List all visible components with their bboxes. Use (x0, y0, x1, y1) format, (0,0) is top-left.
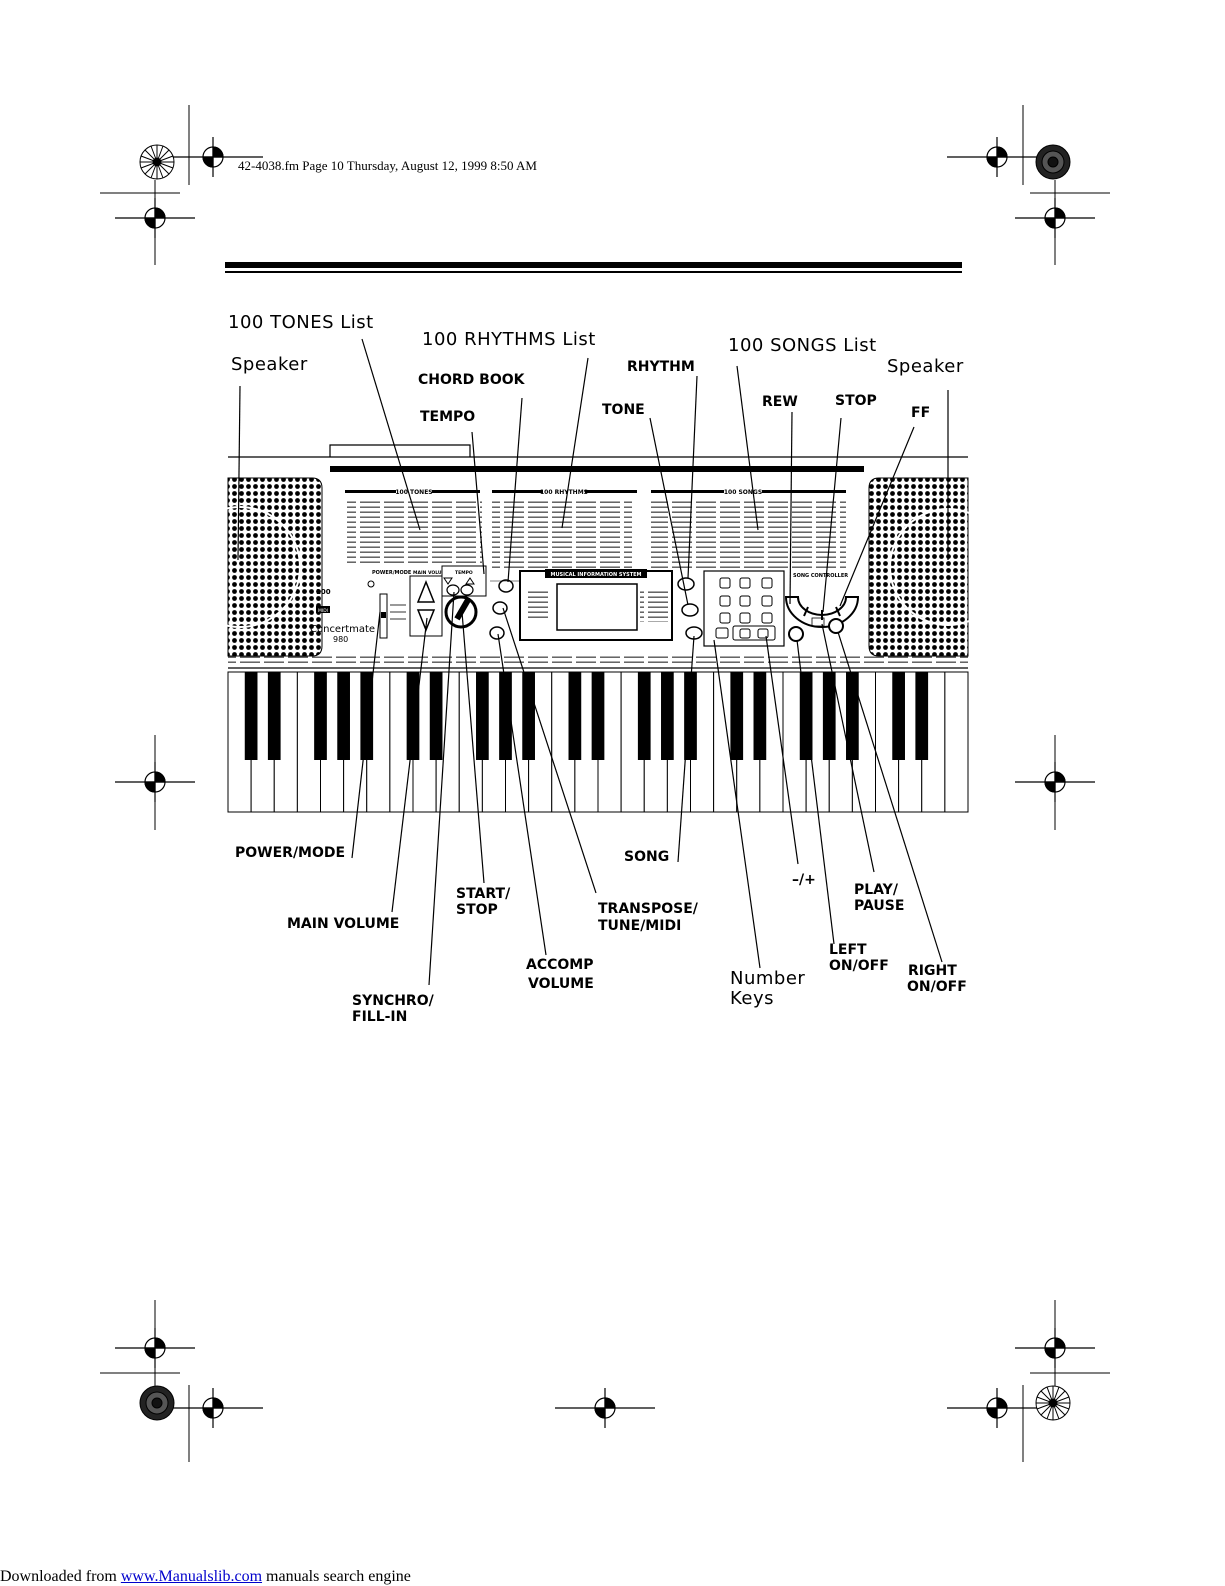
panel-song-controller: SONG CONTROLLER (793, 573, 848, 579)
model-number: 980 (333, 635, 348, 644)
label-main-volume: MAIN VOLUME (287, 916, 400, 932)
black-key (476, 672, 489, 760)
label-number-line2: Keys (730, 988, 775, 1009)
file-info-header: 42-4038.fm Page 10 Thursday, August 12, … (238, 158, 537, 173)
top-rule (225, 262, 962, 268)
label-songs-list: 100 SONGS List (728, 335, 877, 356)
black-key (244, 672, 258, 760)
white-key (944, 671, 969, 813)
black-key (522, 672, 535, 760)
footer-link[interactable]: www.Manualslib.com (120, 1568, 263, 1585)
label-stop: STOP (835, 393, 877, 409)
panel-tones-header: 100 TONES (395, 489, 432, 496)
songs-list-text (651, 498, 846, 568)
speaker-right-grille (868, 477, 1007, 657)
label-tempo: TEMPO (420, 409, 476, 425)
label-rhythm: RHYTHM (627, 359, 695, 375)
rhythms-list-text (492, 498, 632, 568)
label-play-line1: PLAY/ (854, 882, 898, 898)
label-chord-book: CHORD BOOK (418, 372, 525, 388)
black-key (661, 672, 674, 760)
speaker-left-grille (179, 477, 323, 657)
footer-prefix: Downloaded from (0, 1568, 121, 1585)
label-power-mode: POWER/MODE (235, 845, 346, 861)
label-right-line1: RIGHT (908, 963, 957, 979)
black-key (267, 672, 281, 760)
panel-rhythms-header: 100 RHYTHMS (540, 489, 588, 496)
label-synchro-line2: FILL-IN (352, 1009, 408, 1025)
panel-midi: MIDI (318, 608, 328, 614)
black-key (846, 672, 859, 760)
panel-main-volume: MAIN VOLUME (413, 570, 449, 576)
black-key (314, 672, 327, 760)
label-start-line2: STOP (456, 902, 498, 918)
label-rhythms-list: 100 RHYTHMS List (422, 329, 596, 350)
display-title: MUSICAL INFORMATION SYSTEM (550, 572, 641, 578)
label-speaker-right: Speaker (887, 356, 964, 377)
label-tones-list: 100 TONES List (228, 312, 374, 333)
footer-suffix: manuals search engine (262, 1568, 411, 1585)
black-key (429, 672, 443, 760)
black-key (822, 672, 836, 760)
label-accomp-line2: VOLUME (528, 976, 594, 992)
label-synchro-line1: SYNCHRO/ (352, 993, 434, 1009)
black-key (915, 672, 929, 760)
brand-name: Concertmate (310, 624, 375, 635)
label-ff: FF (911, 405, 931, 421)
black-key (360, 672, 374, 760)
label-transpose-line1: TRANSPOSE/ (598, 901, 698, 917)
black-key (591, 672, 605, 760)
label-left-line1: LEFT (829, 942, 867, 958)
tones-list-text (347, 498, 482, 563)
black-key (637, 672, 651, 760)
label-song: SONG (624, 849, 670, 865)
panel-songs-header: 100 SONGS (724, 489, 762, 496)
svg-text:100: 100 (316, 588, 331, 596)
label-start-line1: START/ (456, 886, 511, 902)
panel-tempo: TEMPO (455, 570, 473, 576)
top-rule-thin (225, 271, 962, 273)
black-key (730, 672, 744, 760)
label-accomp-line1: ACCOMP (526, 957, 594, 973)
panel-power-mode: POWER/MODE (372, 570, 412, 576)
label-left-line2: ON/OFF (829, 958, 889, 974)
black-key (499, 672, 512, 760)
label-number-line1: Number (730, 968, 806, 989)
label-speaker-left: Speaker (231, 354, 308, 375)
label-rew: REW (762, 394, 798, 410)
footer-source: Downloaded from www.Manualslib.com manua… (0, 1568, 411, 1586)
black-key (753, 672, 767, 760)
label-minus-plus: –/+ (792, 872, 816, 888)
label-play-line2: PAUSE (854, 898, 905, 914)
black-key (337, 672, 350, 760)
black-key (568, 672, 582, 760)
label-tone: TONE (602, 402, 645, 418)
label-transpose-line2: TUNE/MIDI (598, 918, 682, 934)
black-key (406, 672, 420, 760)
black-key (892, 672, 905, 760)
label-right-line2: ON/OFF (907, 979, 967, 995)
